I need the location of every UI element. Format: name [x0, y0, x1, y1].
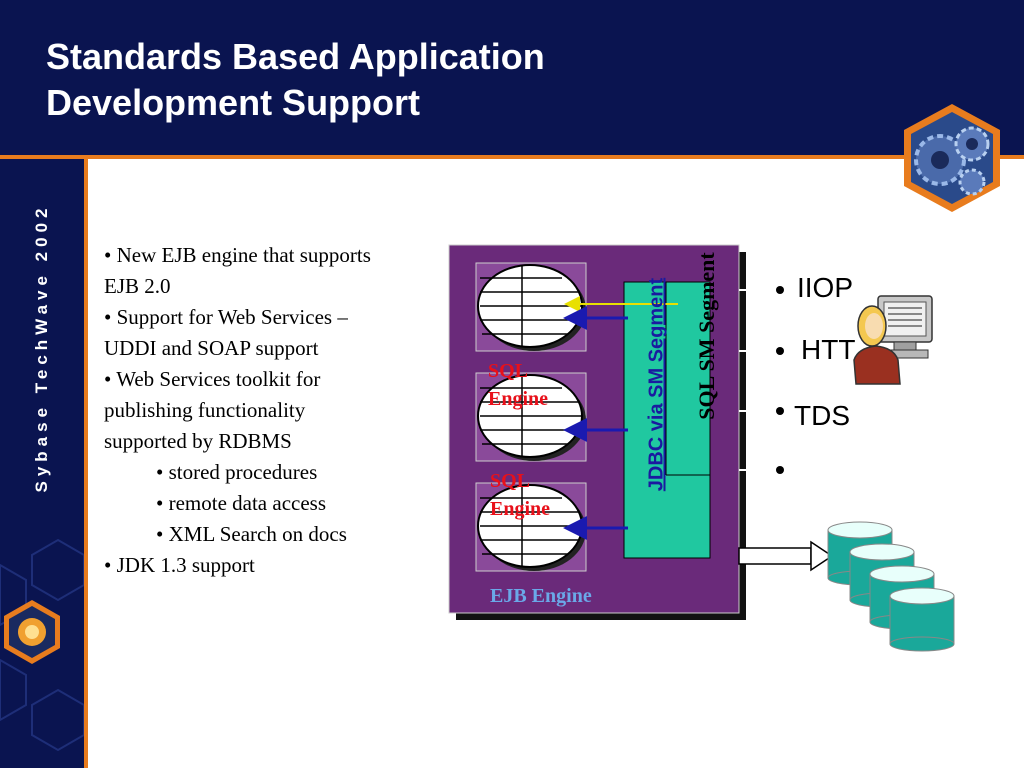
sub-bullet-item: • stored procedures: [156, 460, 318, 484]
sidebar-vertical-text: Sybase TechWave 2002: [32, 203, 51, 493]
sub-bullet-item: • XML Search on docs: [156, 522, 347, 546]
engine-label-line: Engine: [488, 388, 549, 410]
bullet-item: • Support for Web Services –: [104, 305, 348, 329]
engine-label-line: Engine: [490, 498, 551, 520]
gear-logo-icon: [904, 104, 1000, 212]
header-accent-line: [0, 155, 1024, 159]
sql-engine-disc-2: [475, 372, 587, 462]
bullet-item: supported by RDBMS: [104, 429, 292, 453]
bullet-list: • New EJB engine that supports EJB 2.0 •…: [104, 240, 444, 581]
database-icon: [889, 587, 955, 652]
bullet-item: • Web Services toolkit for: [104, 367, 321, 391]
bullet-item: • New EJB engine that supports: [104, 243, 371, 267]
database-cluster-icon: [827, 521, 955, 652]
bullet-item: UDDI and SOAP support: [104, 336, 319, 360]
sub-bullet-item: • remote data access: [156, 491, 327, 515]
bullet-item: EJB 2.0: [104, 274, 171, 298]
bullet-dot: [776, 347, 784, 355]
sidebar-hexagon-decoration: [0, 538, 84, 752]
db-arrow-body: [738, 547, 812, 565]
protocol-tds: TDS: [794, 400, 850, 431]
slide-title: Standards Based Application Development …: [46, 34, 545, 126]
title-line-2: Development Support: [46, 82, 421, 123]
protocol-http: HTT: [801, 334, 856, 365]
architecture-diagram: [448, 244, 834, 620]
user-computer-icon: [853, 295, 933, 385]
sql-engine-label-1: SQL Engine: [488, 357, 548, 413]
title-line-1: Standards Based Application: [46, 36, 545, 77]
sidebar: [0, 159, 84, 768]
sql-label-line: SQL: [488, 360, 529, 382]
protocol-iiop: IIOP: [797, 272, 854, 303]
header-bar: [0, 0, 1024, 155]
bullet-item: publishing functionality: [104, 398, 306, 422]
sql-label-line: SQL: [490, 470, 531, 492]
bullet-item: • JDK 1.3 support: [104, 553, 255, 577]
ejb-engine-label: EJB Engine: [490, 585, 592, 607]
db-arrow-head: [810, 540, 834, 572]
sql-engine-disc-1: [475, 262, 587, 352]
bullet-dot: [776, 286, 784, 294]
bullet-dot: [776, 407, 784, 415]
sql-engine-label-2: SQL Engine: [490, 467, 550, 523]
jdbc-segment-label: JDBC via SM Segment: [645, 277, 668, 492]
sidebar-accent-line: [84, 159, 88, 768]
sql-sm-segment-label: SQL SM Segment: [694, 252, 719, 420]
sql-engine-disc-3: [475, 482, 587, 572]
jdbc-segment-bar: [623, 281, 711, 559]
bullet-dot: [776, 466, 784, 474]
